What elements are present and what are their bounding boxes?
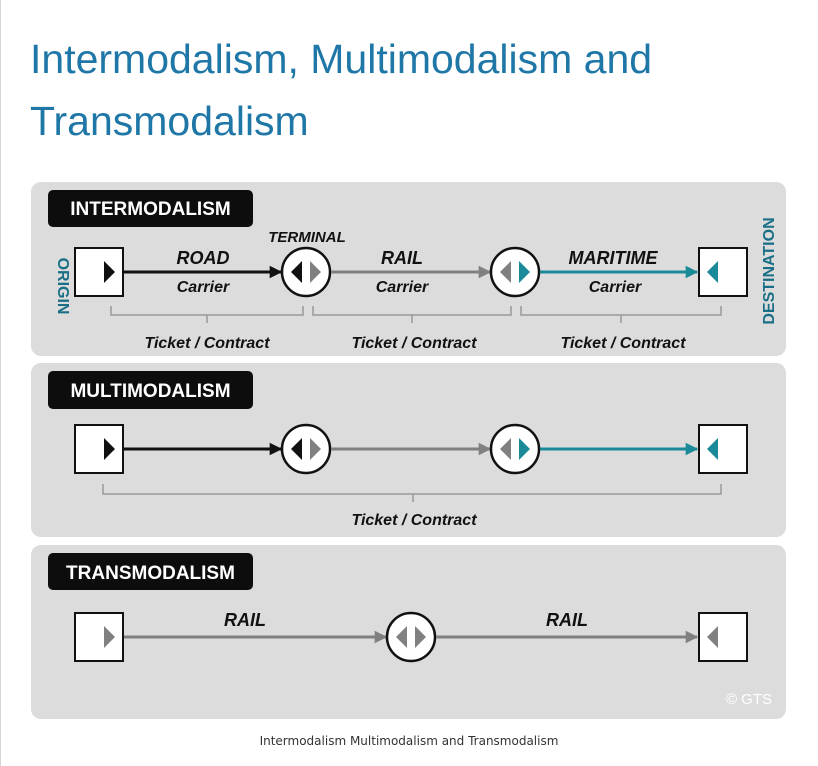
outbound-arrow-icon	[310, 438, 321, 460]
rail-mode-label-1: RAIL	[224, 610, 266, 630]
destination-node	[698, 247, 748, 297]
origin-node	[74, 247, 124, 297]
road-carrier-label: Carrier	[177, 279, 230, 296]
transfer-node	[385, 611, 437, 663]
inbound-arrow-icon	[291, 438, 302, 460]
outbound-arrow-icon	[519, 438, 530, 460]
terminal-node-1	[280, 423, 332, 475]
terminal-label: TERMINAL	[268, 229, 346, 246]
outbound-arrow-icon	[310, 261, 321, 283]
origin-arrow-icon	[104, 626, 115, 648]
terminal-node-1	[280, 246, 332, 298]
ticket-label-rail: Ticket / Contract	[351, 335, 477, 352]
page-title-line-1: Intermodalism, Multimodalism and	[30, 36, 653, 82]
page-title: Intermodalism, Multimodalism and Transmo…	[30, 28, 790, 152]
origin-arrow-icon	[104, 438, 115, 460]
intermodalism-panel: INTERMODALISM ORIGIN DESTINATION ROAD Ca…	[31, 182, 786, 356]
origin-label: ORIGIN	[54, 258, 71, 315]
rail-mode-label: RAIL	[381, 248, 423, 268]
outbound-arrow-icon	[519, 261, 530, 283]
inbound-arrow-icon	[500, 438, 511, 460]
transmodalism-panel: TRANSMODALISM RAIL RAIL © GTS	[31, 545, 786, 719]
multimodalism-badge-label: MULTIMODALISM	[70, 381, 230, 402]
ticket-bracket-single	[102, 484, 722, 502]
inbound-arrow-icon	[291, 261, 302, 283]
page-title-line-2: Transmodalism	[30, 98, 309, 144]
rail-mode-label-2: RAIL	[546, 610, 588, 630]
rail-carrier-label: Carrier	[376, 279, 429, 296]
destination-node	[698, 424, 748, 474]
transmodalism-badge-label: TRANSMODALISM	[66, 563, 235, 584]
inbound-arrow-icon	[500, 261, 511, 283]
destination-arrow-icon	[707, 261, 718, 283]
intermodalism-badge-label: INTERMODALISM	[70, 199, 230, 220]
page-left-border	[0, 0, 1, 766]
inbound-arrow-icon	[396, 626, 407, 648]
destination-label: DESTINATION	[761, 217, 778, 324]
intermodalism-badge: INTERMODALISM	[48, 190, 253, 227]
maritime-carrier-label: Carrier	[589, 279, 642, 296]
multimodalism-panel: MULTIMODALISM	[31, 363, 786, 537]
outbound-arrow-icon	[415, 626, 426, 648]
figure-caption: Intermodalism Multimodalism and Transmod…	[259, 734, 559, 748]
transmodalism-badge: TRANSMODALISM	[48, 553, 253, 590]
destination-arrow-icon	[707, 626, 718, 648]
copyright-mark: © GTS	[726, 691, 772, 708]
origin-node	[74, 612, 124, 662]
terminal-node-2	[489, 423, 541, 475]
destination-arrow-icon	[707, 438, 718, 460]
maritime-mode-label: MARITIME	[569, 248, 659, 268]
ticket-label-maritime: Ticket / Contract	[560, 335, 686, 352]
ticket-label-single: Ticket / Contract	[351, 512, 477, 529]
multimodalism-badge: MULTIMODALISM	[48, 371, 253, 409]
ticket-bracket-rail	[312, 306, 512, 323]
terminal-node-2	[489, 246, 541, 298]
road-mode-label: ROAD	[177, 248, 230, 268]
ticket-bracket-road	[110, 306, 304, 323]
modalism-diagram: INTERMODALISM ORIGIN DESTINATION ROAD Ca…	[31, 182, 786, 722]
ticket-label-road: Ticket / Contract	[144, 335, 270, 352]
origin-node	[74, 424, 124, 474]
origin-arrow-icon	[104, 261, 115, 283]
ticket-bracket-maritime	[520, 306, 722, 323]
destination-node	[698, 612, 748, 662]
